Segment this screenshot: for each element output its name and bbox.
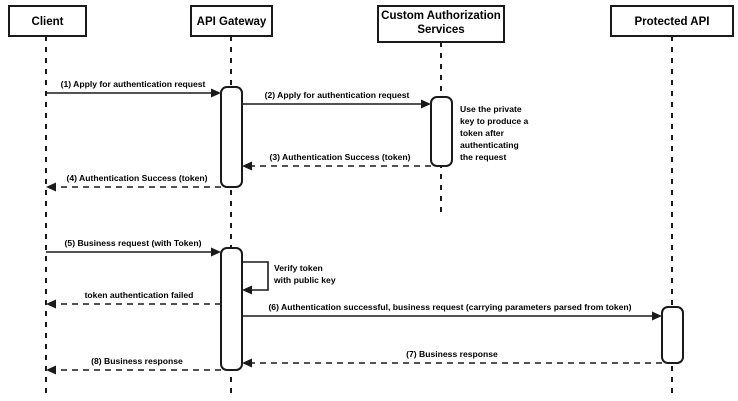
message-5-arrowhead-icon xyxy=(211,247,221,257)
message-7-business-response[interactable]: (7) Business response xyxy=(242,349,662,368)
activation-custom-auth[interactable] xyxy=(430,96,453,167)
note-private-key-line-4: authenticating xyxy=(460,140,519,150)
actor-box-client[interactable] xyxy=(8,5,87,37)
message-self-verify-token-label-line2: with public key xyxy=(273,275,336,285)
message-token-authentication-failed-label: token authentication failed xyxy=(85,290,194,300)
actor-box-custom-auth[interactable] xyxy=(377,5,505,43)
activation-api-gateway-business-phase[interactable] xyxy=(220,247,243,371)
message-3-label: (3) Authentication Success (token) xyxy=(269,152,410,162)
message-self-verify-token-arrowhead-icon xyxy=(242,285,252,295)
message-3-arrowhead-icon xyxy=(242,161,252,171)
activation-bars-group xyxy=(220,86,684,371)
message-7-label: (7) Business response xyxy=(406,349,498,359)
message-token-authentication-failed[interactable]: token authentication failed xyxy=(46,290,221,309)
actor-header-protected-api[interactable]: Protected API xyxy=(610,5,734,37)
activation-protected-api[interactable] xyxy=(661,306,684,364)
message-2-arrowhead-icon xyxy=(421,99,431,109)
message-2-apply-for-authentication-request[interactable]: (2) Apply for authentication request xyxy=(242,90,431,109)
message-8-arrowhead-icon xyxy=(46,365,56,375)
actor-header-api-gateway[interactable]: API Gateway xyxy=(190,5,273,37)
message-1-apply-for-authentication-request[interactable]: (1) Apply for authentication request xyxy=(46,79,221,98)
actor-label-protected-api: Protected API xyxy=(635,16,710,28)
note-private-key-line-1: Use the private xyxy=(460,104,522,114)
message-6-arrowhead-icon xyxy=(652,311,662,321)
actor-label-custom-auth-line1: Custom Authorization xyxy=(381,10,501,22)
message-3-authentication-success-token[interactable]: (3) Authentication Success (token) xyxy=(242,152,431,171)
message-2-label: (2) Apply for authentication request xyxy=(265,90,410,100)
note-private-key-line-3: token after xyxy=(460,128,505,138)
message-1-label: (1) Apply for authentication request xyxy=(61,79,206,89)
message-4-arrowhead-icon xyxy=(46,182,56,192)
message-4-label: (4) Authentication Success (token) xyxy=(66,173,207,183)
message-self-verify-token[interactable]: Verify token with public key xyxy=(242,261,336,295)
actor-box-protected-api[interactable] xyxy=(610,5,734,37)
message-6-label: (6) Authentication successful, business … xyxy=(268,302,631,312)
message-self-verify-token-label-line1: Verify token xyxy=(274,263,323,273)
note-private-key-line-2: key to produce a xyxy=(460,116,529,126)
actor-label-client: Client xyxy=(32,16,64,28)
message-5-label: (5) Business request (with Token) xyxy=(65,238,202,248)
message-1-arrowhead-icon xyxy=(211,88,221,98)
actor-header-client[interactable]: Client xyxy=(8,5,87,37)
actor-label-custom-auth-line2: Services xyxy=(417,24,464,36)
activation-api-gateway-auth-phase[interactable] xyxy=(220,86,243,188)
message-5-business-request-with-token[interactable]: (5) Business request (with Token) xyxy=(46,238,221,257)
message-8-business-response[interactable]: (8) Business response xyxy=(46,356,221,375)
actor-label-api-gateway: API Gateway xyxy=(197,16,267,28)
message-token-authentication-failed-arrowhead-icon xyxy=(46,299,56,309)
message-6-authentication-successful-business-request[interactable]: (6) Authentication successful, business … xyxy=(242,302,662,321)
actor-header-custom-auth[interactable]: Custom Authorization Services xyxy=(377,5,505,43)
message-8-label: (8) Business response xyxy=(91,356,183,366)
message-7-arrowhead-icon xyxy=(242,358,252,368)
message-4-authentication-success-token[interactable]: (4) Authentication Success (token) xyxy=(46,173,221,192)
note-private-key-line-5: the request xyxy=(460,152,506,162)
note-private-key: Use the private key to produce a token a… xyxy=(460,104,529,162)
message-self-verify-token-loop-line xyxy=(242,261,269,291)
actor-box-api-gateway[interactable] xyxy=(190,5,273,37)
